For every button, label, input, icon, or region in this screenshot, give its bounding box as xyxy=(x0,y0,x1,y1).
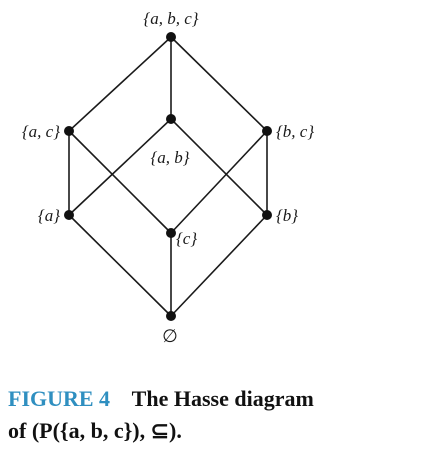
edge-ac-c xyxy=(68,130,172,234)
figure-caption: FIGURE 4 The Hasse diagram of (P({a, b, … xyxy=(8,383,420,447)
diagram-edges xyxy=(68,36,268,317)
edge-bc-c xyxy=(170,130,268,234)
node-label-ac: {a, c} xyxy=(22,122,60,141)
node-ab xyxy=(166,114,176,124)
edge-a-empty xyxy=(68,214,172,317)
node-c xyxy=(166,228,176,238)
node-label-c: {c} xyxy=(176,229,197,248)
edge-ab-a xyxy=(68,118,172,216)
edge-b-empty xyxy=(170,214,268,317)
node-empty xyxy=(166,311,176,321)
caption-line-1: The Hasse diagram xyxy=(131,386,314,411)
edge-abc-ac xyxy=(68,36,172,132)
node-label-empty: ∅ xyxy=(162,326,178,346)
diagram-nodes xyxy=(64,32,272,321)
node-b xyxy=(262,210,272,220)
node-label-ab: {a, b} xyxy=(150,148,189,167)
edge-ab-b xyxy=(170,118,268,216)
diagram-labels: {a, b, c} {a, c} {a, b} {b, c} {a} {c} {b} ∅ xyxy=(22,9,315,346)
node-a xyxy=(64,210,74,220)
node-label-bc: {b, c} xyxy=(276,122,314,141)
node-bc xyxy=(262,126,272,136)
caption-line-2: of (P({a, b, c}), ⊆). xyxy=(8,418,182,443)
caption-spacer xyxy=(116,386,127,411)
node-ac xyxy=(64,126,74,136)
node-label-abc: {a, b, c} xyxy=(143,9,198,28)
edge-abc-bc xyxy=(170,36,268,132)
node-abc xyxy=(166,32,176,42)
node-label-a: {a} xyxy=(38,206,60,225)
hasse-diagram: {a, b, c} {a, c} {a, b} {b, c} {a} {c} {b} ∅ xyxy=(22,9,315,346)
figure-number: FIGURE 4 xyxy=(8,386,111,411)
node-label-b: {b} xyxy=(276,206,298,225)
